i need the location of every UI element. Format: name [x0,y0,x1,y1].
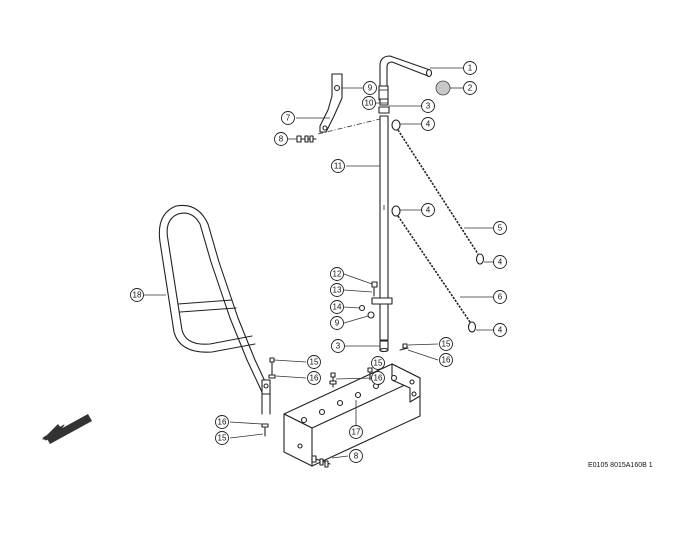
svg-text:4: 4 [498,258,503,267]
part-11-pole [379,115,389,341]
callout-2: 2 [463,81,477,95]
svg-text:6: 6 [498,293,503,302]
callout-16-b: 16 [371,371,385,385]
svg-text:1: 1 [468,64,473,73]
svg-text:15: 15 [442,340,451,349]
svg-text:16: 16 [218,418,227,427]
callout-9-upper: 9 [363,81,377,95]
svg-text:9: 9 [368,84,373,93]
svg-text:16: 16 [310,374,319,383]
callout-1: 1 [463,61,477,75]
svg-text:16: 16 [442,356,451,365]
callout-4-c: 4 [493,255,507,269]
part-2-ball-knob [435,80,451,96]
svg-text:8: 8 [354,452,359,461]
part-8-bolt-upper [296,135,317,143]
direction-arrow-icon [42,414,92,444]
part-12-13-hardware [371,281,393,305]
callout-3-top: 3 [421,99,435,113]
svg-text:12: 12 [333,270,342,279]
callout-18: 18 [130,288,144,302]
callout-4-d: 4 [493,323,507,337]
callout-5: 5 [493,221,507,235]
part-5-chain [391,119,485,265]
svg-text:15: 15 [218,434,227,443]
svg-text:17: 17 [352,428,361,437]
part-3-top-bushing [378,106,390,114]
svg-text:14: 14 [333,303,342,312]
svg-text:7: 7 [286,114,291,123]
callout-4-b: 4 [421,203,435,217]
part-1-bent-rod [378,55,433,103]
svg-text:3: 3 [426,102,431,111]
part-14-9-hardware [358,304,375,319]
callout-16-c: 16 [439,353,453,367]
part-18-handrail [158,204,271,415]
callout-15-a: 15 [307,355,321,369]
callout-13: 13 [330,283,344,297]
leader-lines [144,67,493,459]
callout-16-a: 16 [307,371,321,385]
svg-text:5: 5 [498,224,503,233]
svg-text:16: 16 [374,374,383,383]
callout-15-c: 15 [439,337,453,351]
part-17-base-bracket [283,363,421,467]
svg-text:11: 11 [334,162,343,171]
svg-text:15: 15 [310,358,319,367]
callout-12: 12 [330,267,344,281]
svg-text:15: 15 [374,359,383,368]
svg-text:8: 8 [279,135,284,144]
callout-7: 7 [281,111,295,125]
drawing-reference-code: E0105 8015A160B 1 [588,462,653,469]
bolts-15-16 [261,343,409,437]
callout-10: 10 [362,96,376,110]
part-10-bushing [379,98,389,106]
svg-text:3: 3 [336,342,341,351]
svg-text:9: 9 [335,319,340,328]
part-6-chain [391,205,477,333]
callout-8-lower: 8 [349,449,363,463]
svg-text:10: 10 [365,99,374,108]
callout-14: 14 [330,300,344,314]
callout-8-upper: 8 [274,132,288,146]
part-3-bottom-bushing [379,340,389,353]
svg-text:13: 13 [333,286,342,295]
callout-6: 6 [493,290,507,304]
callout-15-b: 15 [371,356,385,370]
svg-text:2: 2 [468,84,473,93]
svg-text:4: 4 [426,206,431,215]
part-8-bolt-lower [311,455,331,468]
callout-3-bottom: 3 [331,339,345,353]
callout-11: 11 [331,159,345,173]
part-7-bracket [319,73,343,133]
svg-text:4: 4 [426,120,431,129]
callout-9-lower: 9 [330,316,344,330]
callout-4-a: 4 [421,117,435,131]
svg-text:4: 4 [498,326,503,335]
callout-15-d: 15 [215,431,229,445]
assembly-line [317,118,381,135]
svg-text:18: 18 [133,291,142,300]
callout-16-d: 16 [215,415,229,429]
callout-17: 17 [349,425,363,439]
